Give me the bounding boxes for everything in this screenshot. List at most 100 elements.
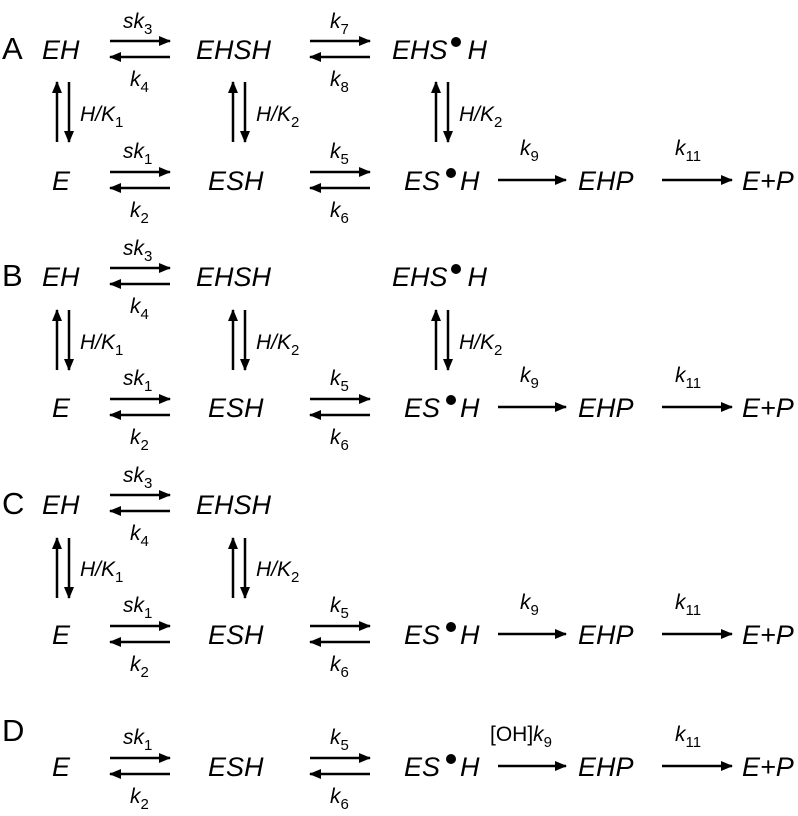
species-ehp: EHP xyxy=(578,620,634,650)
rate-label: k9 xyxy=(520,591,539,619)
rate-label: k9 xyxy=(520,364,539,392)
rate-label: k7 xyxy=(330,10,349,38)
equilibrium-constant-label: H/K1 xyxy=(80,103,123,131)
equilibrium-arrow xyxy=(109,621,171,647)
rate-label: k5 xyxy=(330,367,349,395)
panel-letter: B xyxy=(2,258,23,293)
species-e-plus-p: E+P xyxy=(742,166,794,196)
species-e: E xyxy=(52,620,71,650)
equilibrium-constant-label: H/K1 xyxy=(80,558,123,586)
rate-label: k6 xyxy=(330,199,349,227)
rate-label: k2 xyxy=(130,426,149,454)
panel-letter: C xyxy=(2,486,24,521)
species-e-plus-p: E+P xyxy=(742,752,794,782)
equilibrium-arrow xyxy=(109,490,171,516)
vertical-equilibrium-arrow xyxy=(431,309,453,371)
equilibrium-constant-label: H/K2 xyxy=(256,558,299,586)
rate-label: k6 xyxy=(330,426,349,454)
species-ehsh: EHSH xyxy=(196,35,272,65)
rate-label: k5 xyxy=(330,140,349,168)
vertical-equilibrium-arrow xyxy=(228,81,250,143)
rate-label: sk3 xyxy=(123,10,152,38)
equilibrium-constant-label: H/K2 xyxy=(459,331,502,359)
vertical-equilibrium-arrow xyxy=(52,81,74,143)
equilibrium-arrow xyxy=(109,36,171,62)
rate-label: k2 xyxy=(130,785,149,813)
rate-label: k4 xyxy=(130,68,149,96)
species-ehp: EHP xyxy=(578,166,634,196)
rate-label: k9 xyxy=(520,137,539,165)
vertical-equilibrium-arrow xyxy=(228,537,250,599)
rate-label: k6 xyxy=(330,785,349,813)
species-esh: ESH xyxy=(208,166,264,196)
equilibrium-arrow xyxy=(109,167,171,193)
rate-label: k11 xyxy=(675,364,701,392)
vertical-equilibrium-arrow xyxy=(431,81,453,143)
rate-label: sk3 xyxy=(123,237,152,265)
rate-label: k6 xyxy=(330,653,349,681)
rate-label: sk3 xyxy=(123,464,152,492)
equilibrium-arrow xyxy=(309,394,371,420)
species-ehp: EHP xyxy=(578,752,634,782)
rate-label: sk1 xyxy=(123,594,152,622)
equilibrium-arrow xyxy=(309,621,371,647)
rate-label: k5 xyxy=(330,726,349,754)
equilibrium-arrow xyxy=(109,753,171,779)
species-e-plus-p: E+P xyxy=(742,393,794,423)
vertical-equilibrium-arrow xyxy=(52,537,74,599)
radical-dot xyxy=(446,168,456,178)
species-ehsh: EHSH xyxy=(196,490,272,520)
species-e: E xyxy=(52,393,71,423)
radical-dot xyxy=(446,395,456,405)
species-e: E xyxy=(52,166,71,196)
rate-label: k4 xyxy=(130,295,149,323)
rate-label: k2 xyxy=(130,199,149,227)
equilibrium-arrow xyxy=(109,394,171,420)
panel-letter: A xyxy=(2,31,23,66)
rate-label: k11 xyxy=(675,137,701,165)
rate-label: sk1 xyxy=(123,140,152,168)
species-esh: ESH xyxy=(208,620,264,650)
species-esh: ESH xyxy=(208,752,264,782)
species-eh: EH xyxy=(42,262,80,292)
equilibrium-arrow xyxy=(309,36,371,62)
rate-label: k4 xyxy=(130,522,149,550)
equilibrium-constant-label: H/K1 xyxy=(80,331,123,359)
rate-label: sk1 xyxy=(123,726,152,754)
rate-label: k5 xyxy=(330,594,349,622)
species-e-plus-p: E+P xyxy=(742,620,794,650)
rate-label: [OH]k9 xyxy=(490,723,552,751)
rate-label: k2 xyxy=(130,653,149,681)
species-esh: ESH xyxy=(208,393,264,423)
vertical-equilibrium-arrow xyxy=(228,309,250,371)
rate-label: k8 xyxy=(330,68,349,96)
vertical-equilibrium-arrow xyxy=(52,309,74,371)
species-e: E xyxy=(52,752,71,782)
equilibrium-constant-label: H/K2 xyxy=(256,331,299,359)
panel-letter: D xyxy=(2,713,24,748)
equilibrium-arrow xyxy=(309,167,371,193)
radical-dot xyxy=(446,622,456,632)
rate-label: k11 xyxy=(675,591,701,619)
rate-label: k11 xyxy=(675,723,701,751)
equilibrium-arrow xyxy=(309,753,371,779)
radical-dot xyxy=(451,37,461,47)
equilibrium-constant-label: H/K2 xyxy=(256,103,299,131)
rate-label: sk1 xyxy=(123,367,152,395)
radical-dot xyxy=(446,754,456,764)
equilibrium-constant-label: H/K2 xyxy=(459,103,502,131)
species-ehsh: EHSH xyxy=(196,262,272,292)
radical-dot xyxy=(451,264,461,274)
species-ehp: EHP xyxy=(578,393,634,423)
species-eh: EH xyxy=(42,490,80,520)
species-eh: EH xyxy=(42,35,80,65)
